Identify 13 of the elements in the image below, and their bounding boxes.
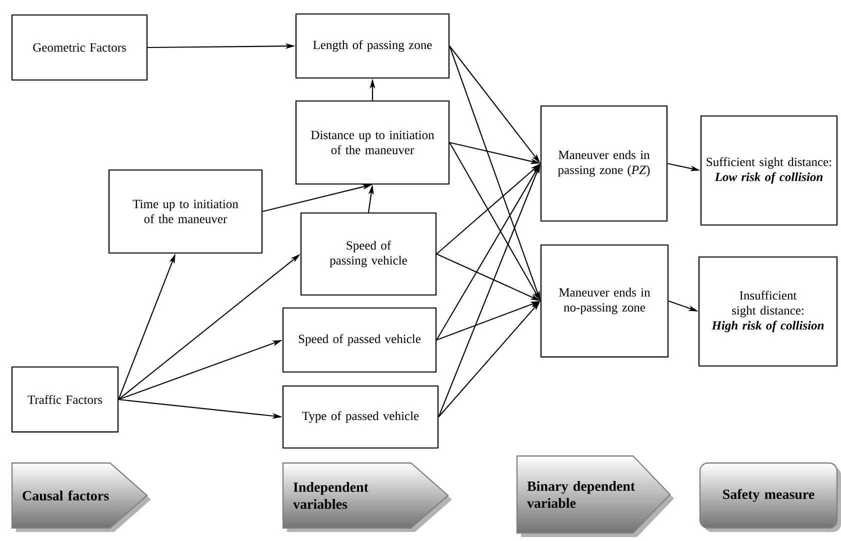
factor-box: Maneuver ends in no-passing zone — [540, 244, 669, 358]
result-box: Insufficient sight distance: High risk of collision — [698, 256, 838, 367]
stage-box: Safety measure — [699, 462, 841, 532]
factor-box: Length of passing zone — [295, 13, 450, 79]
factor-box: Time up to initiation of the maneuver — [108, 169, 263, 254]
factor-box: Speed of passing vehicle — [300, 212, 437, 296]
factor-box: Geometric Factors — [11, 14, 148, 81]
factor-box: Speed of passed vehicle — [282, 307, 437, 373]
factor-box: Traffic Factors — [11, 366, 119, 433]
factor-box: Maneuver ends in passing zone (PZ) — [540, 105, 668, 222]
factor-box: Type of passed vehicle — [282, 385, 439, 449]
factor-box: Distance up to initiation of the maneuver — [295, 100, 450, 185]
result-box: Sufficient sight distance: Low risk of collision — [700, 115, 838, 226]
